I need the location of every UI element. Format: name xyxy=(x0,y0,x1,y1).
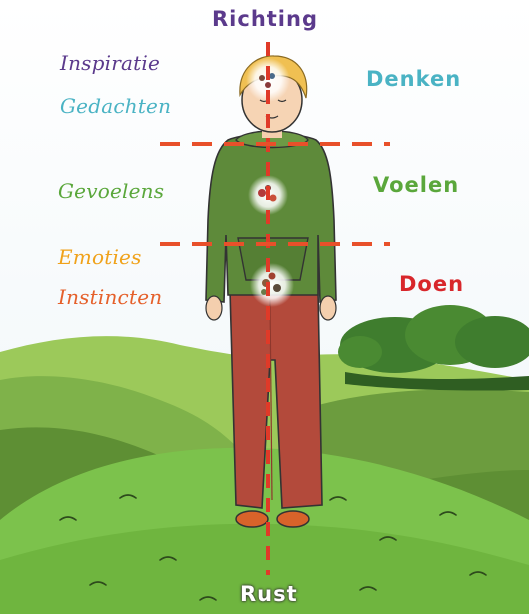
label-voelen: Voelen xyxy=(373,175,459,196)
label-inspiratie: Inspiratie xyxy=(60,53,160,73)
label-gevoelens: Gevoelens xyxy=(58,181,164,201)
axis-top-label: Richting xyxy=(212,9,318,30)
label-denken: Denken xyxy=(366,69,461,90)
label-doen: Doen xyxy=(399,274,464,295)
axis-bottom-label: Rust xyxy=(240,584,298,605)
label-instincten: Instincten xyxy=(58,287,162,307)
label-gedachten: Gedachten xyxy=(60,96,171,116)
label-emoties: Emoties xyxy=(58,247,142,267)
belly-center-icon xyxy=(250,263,294,307)
